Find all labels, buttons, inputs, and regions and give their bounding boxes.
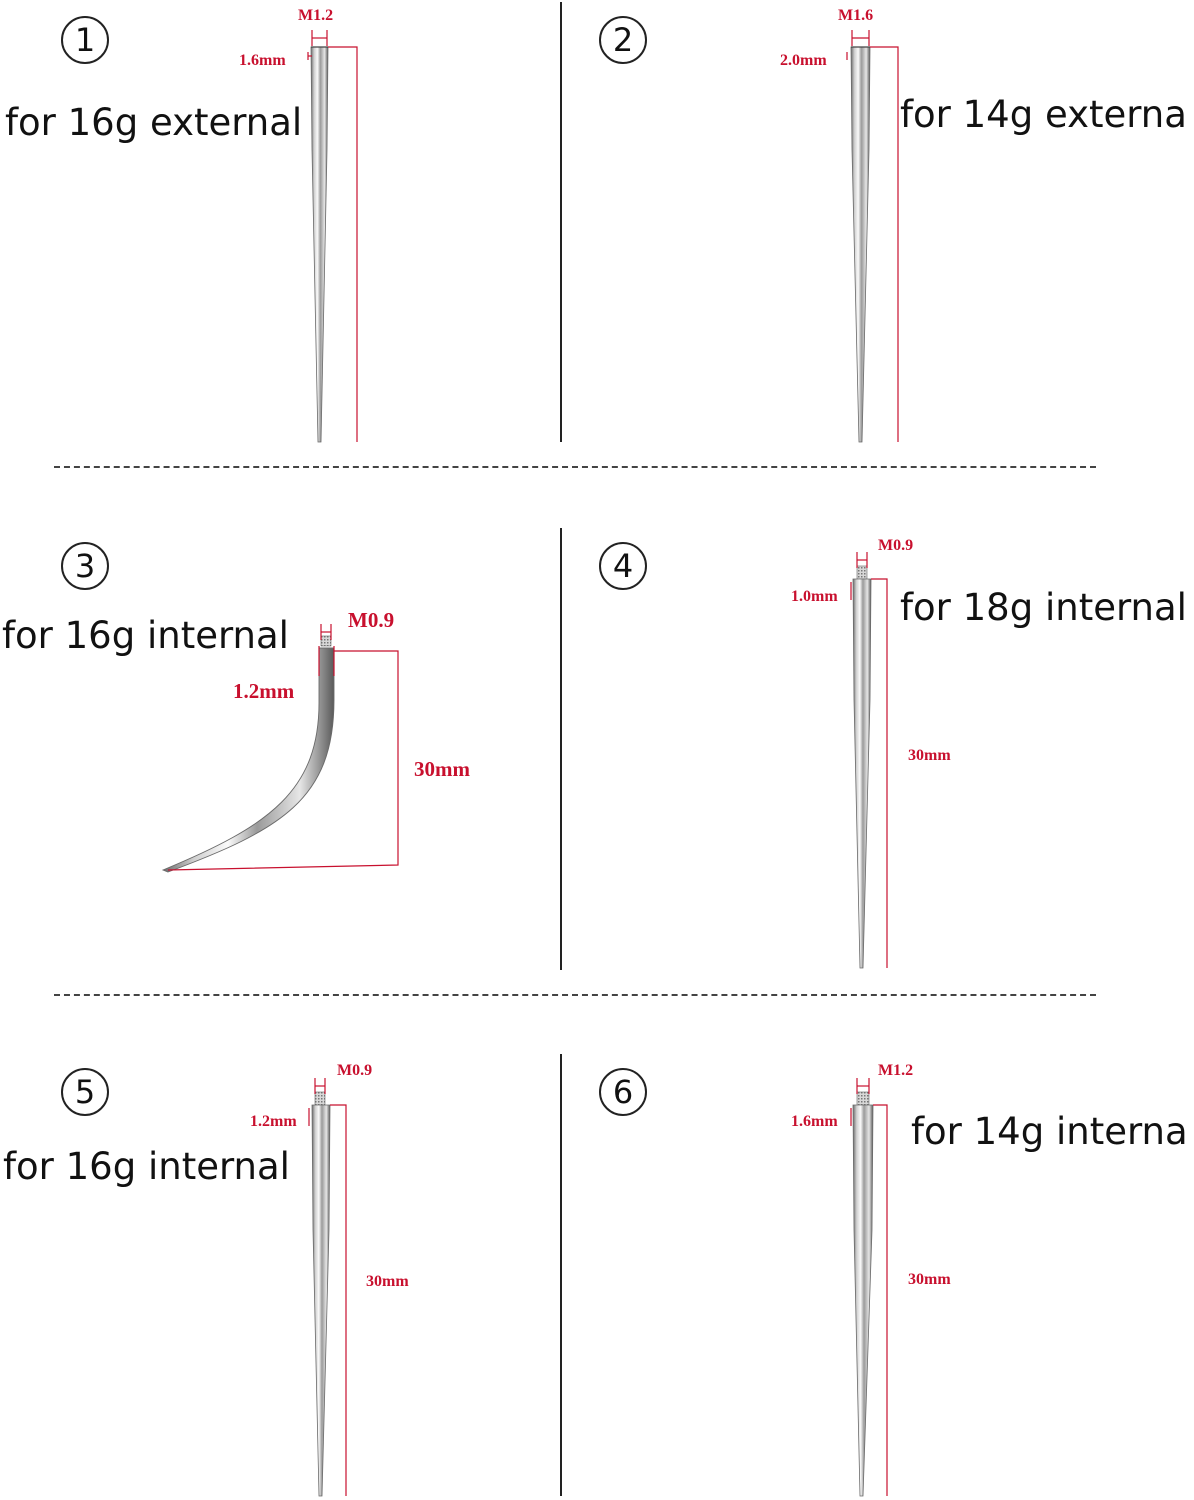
taper-5: [311, 1091, 331, 1497]
usage-label-5: for 16g internal: [3, 1145, 290, 1188]
usage-label-1: for 16g external: [5, 101, 303, 144]
length-label-4: 30mm: [908, 747, 951, 764]
divider-vertical-bottom: [560, 1054, 562, 1496]
panel-number-6: 6: [599, 1068, 647, 1116]
dimension-lines-5: [308, 1078, 347, 1496]
taper-3: [161, 635, 335, 873]
usage-label-3: for 16g internal: [2, 614, 289, 657]
length-label-3: 30mm: [414, 757, 470, 781]
thread-label-1: M1.2: [298, 7, 334, 24]
taper-6: [852, 1091, 874, 1497]
length-label-6: 30mm: [908, 1271, 951, 1288]
panel-number-5: 5: [61, 1068, 109, 1116]
taper-2: [850, 46, 871, 443]
diameter-label-6: 1.6mm: [791, 1113, 838, 1130]
usage-label-6: for 14g interna: [911, 1110, 1188, 1153]
panel-number-2: 2: [599, 16, 647, 64]
diameter-label-4: 1.0mm: [791, 588, 838, 605]
panel-number-1: 1: [61, 16, 109, 64]
divider-vertical-top: [560, 2, 562, 442]
dimension-lines-6: [850, 1078, 888, 1496]
panel-number-3: 3: [61, 542, 109, 590]
divider-dashed-1: [54, 466, 1096, 468]
divider-dashed-2: [54, 994, 1096, 996]
dimension-lines-2: [846, 30, 899, 442]
dimension-lines-4: [850, 552, 888, 968]
taper-4: [852, 565, 872, 969]
panel-number-4: 4: [599, 542, 647, 590]
diameter-label-2: 2.0mm: [780, 52, 827, 69]
dimension-lines-3: [167, 624, 399, 871]
diameter-label-5: 1.2mm: [250, 1113, 297, 1130]
usage-label-2: for 14g externa: [900, 93, 1187, 136]
usage-label-4: for 18g internal: [900, 586, 1187, 629]
thread-label-4: M0.9: [878, 537, 914, 554]
thread-label-3: M0.9: [348, 608, 395, 632]
thread-label-6: M1.2: [878, 1062, 914, 1079]
diameter-label-3: 1.2mm: [233, 679, 295, 703]
diameter-label-1: 1.6mm: [239, 52, 286, 69]
length-label-5: 30mm: [366, 1273, 409, 1290]
thread-label-5: M0.9: [337, 1062, 373, 1079]
taper-1: [310, 46, 329, 443]
dimension-lines-1: [307, 30, 358, 442]
thread-label-2: M1.6: [838, 7, 874, 24]
divider-vertical-middle: [560, 528, 562, 970]
